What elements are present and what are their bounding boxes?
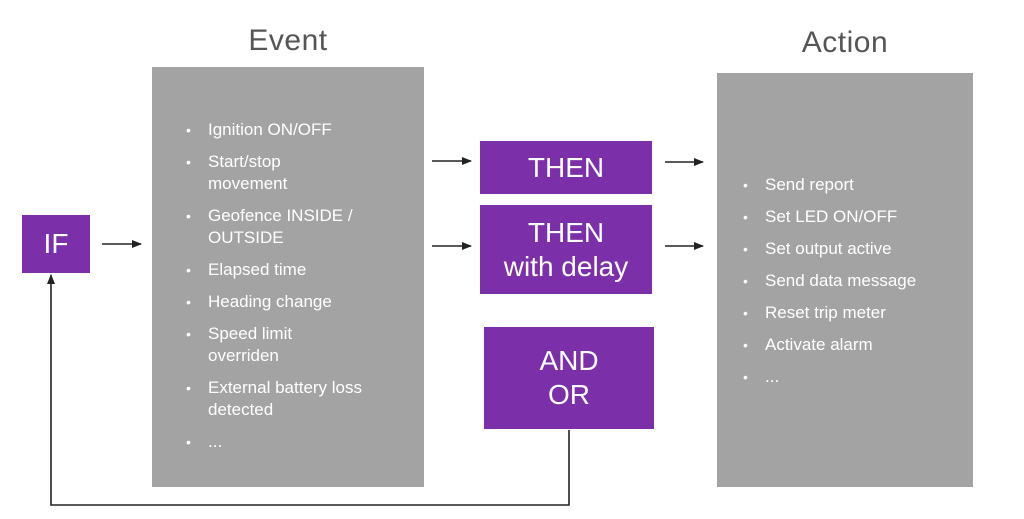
action-item: Send data message [741, 270, 966, 292]
action-heading: Action [801, 26, 889, 59]
then-box: THEN [480, 141, 652, 194]
action-list: Send report Set LED ON/OFF Set output ac… [741, 174, 966, 398]
then-with-delay-box: THEN with delay [480, 205, 652, 294]
then-label: THEN [527, 151, 605, 183]
arrow-andor-loop-to-if [47, 274, 570, 506]
event-heading: Event [248, 24, 328, 57]
event-item: External battery loss detected [184, 377, 398, 421]
event-item: Speed limit overriden [184, 323, 328, 367]
event-item: Start/stop movement [184, 151, 328, 195]
event-item: Geofence INSIDE / OUTSIDE [184, 205, 388, 249]
action-item: Set output active [741, 238, 966, 260]
action-item: ... [741, 366, 966, 388]
action-item: Send report [741, 174, 966, 196]
then-delay-line2: with delay [503, 250, 629, 282]
event-item: Ignition ON/OFF [184, 119, 394, 141]
if-box: IF [22, 215, 90, 273]
event-item: ... [184, 431, 394, 453]
and-or-box: AND OR [484, 327, 654, 429]
event-item: Heading change [184, 291, 394, 313]
event-box: Ignition ON/OFF Start/stop movement Geof… [152, 67, 424, 487]
if-label: IF [43, 228, 69, 260]
action-item: Set LED ON/OFF [741, 206, 966, 228]
action-item: Reset trip meter [741, 302, 966, 324]
or-label: OR [548, 379, 590, 410]
then-delay-line1: THEN [527, 216, 605, 248]
event-item: Elapsed time [184, 259, 394, 281]
event-list: Ignition ON/OFF Start/stop movement Geof… [184, 119, 394, 463]
action-item: Activate alarm [741, 334, 966, 356]
and-label: AND [539, 345, 599, 377]
action-box: Send report Set LED ON/OFF Set output ac… [717, 73, 973, 487]
